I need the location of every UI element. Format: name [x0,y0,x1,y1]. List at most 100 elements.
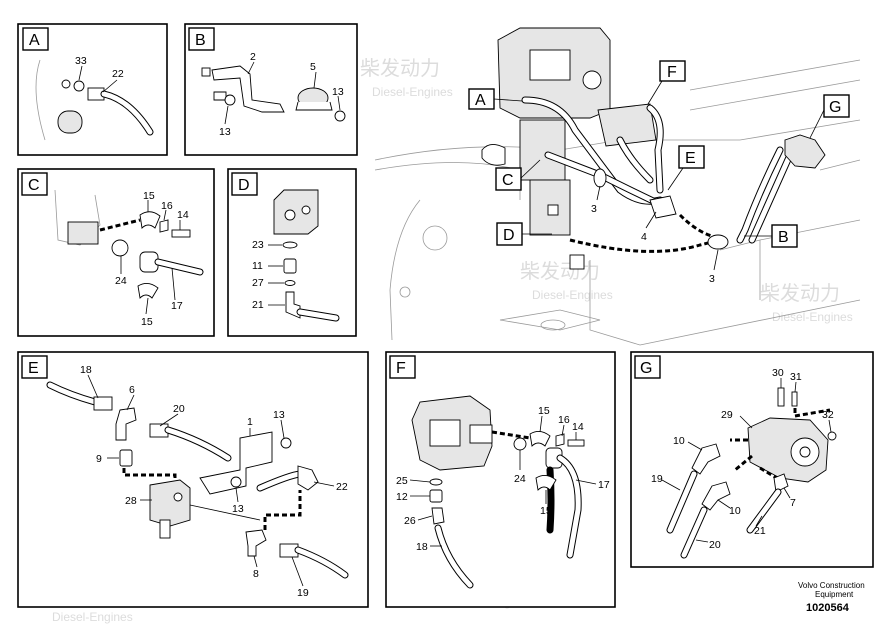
fitting-part [773,473,789,493]
hose-inner [101,91,153,135]
assembly-dash [122,468,177,485]
panel-label: E [28,360,39,377]
port-part [301,205,311,215]
part-number: 21 [754,525,766,537]
clamp-part [707,234,729,250]
leader-line [783,487,791,499]
part-number: 12 [396,491,408,503]
frame-outline [589,219,861,346]
hose-g2-inner [749,152,793,243]
fitting-part [431,507,445,525]
callout-box [823,94,850,118]
plug-part [159,519,171,539]
tee-fitting-part [649,195,677,219]
panel-a: A 33 22 [17,23,168,156]
part-number: 2 [250,51,256,63]
hose-g1-inner [737,147,783,243]
part-number: 13 [219,126,231,138]
part-number: 20 [709,539,721,551]
panel-c: C 15 16 14 24 17 15 [17,168,215,337]
leader-line [171,267,176,301]
adapter-part [283,258,297,274]
part-number: 15 [538,405,550,417]
leader-line [253,555,258,568]
leader-line [291,556,304,587]
part-number: 15 [540,505,552,517]
part-number: 22 [112,68,124,80]
watermark-text: Diesel-Engines [772,310,853,324]
part-number: 19 [651,473,663,485]
seal-ring-part [73,80,85,92]
callout-label: A [475,92,486,109]
part-number: 21 [252,299,264,311]
leader-line [493,98,523,102]
part-number: 24 [115,275,127,287]
part-number: 22 [336,481,348,493]
leader-line [695,539,709,543]
panel-label: D [238,177,250,194]
watermark-text: 柴发动力 [360,57,440,80]
adapter-part [429,489,443,503]
clip-part [213,91,227,101]
frame-outline [689,59,861,171]
bracket-part [569,254,585,270]
watermark-text: Diesel-Engines [52,610,133,624]
manifold-block-part [149,479,191,527]
assembly-dash [99,218,141,232]
panel-label-box [188,27,215,51]
o-ring-part [284,280,296,286]
motor-shaft-part [799,446,811,458]
bolt-part [171,229,191,238]
elbow-fitting-part [297,465,319,491]
panel-f: F 15 16 14 25 12 24 17 26 [385,351,616,608]
leader-line [828,419,832,433]
leader-line [409,479,431,483]
pump-lower-part [519,119,566,181]
panel-label-box [21,172,48,196]
assembly-dash [263,490,302,530]
part-number: 9 [96,453,102,465]
leader-line [280,419,285,439]
part-number: 18 [80,364,92,376]
part-number: 13 [232,503,244,515]
bracket-part [211,65,285,113]
assembly-dash [730,438,753,472]
part-number: 19 [297,587,309,599]
nut-part [827,431,837,441]
footer: Volvo Construction Equipment 1020564 [798,581,865,614]
part-number: 31 [790,371,802,383]
leader-line [224,105,229,125]
panel-label: G [640,360,652,377]
hose-17-inner [557,455,581,558]
leader-line [247,61,255,75]
hose-17b [546,466,555,534]
part-number: 15 [143,190,155,202]
o-ring-part [429,478,443,486]
bolt-part [280,437,292,449]
part-number: 7 [790,497,796,509]
o-ring-part [282,241,298,249]
part-number: 14 [177,209,189,221]
leader-line [417,515,433,521]
hose-inner [297,309,339,321]
leader-line [739,415,753,429]
part-number: 15 [141,316,153,328]
leader-line [145,297,149,315]
o-ring-part [513,437,527,451]
leader-line [126,394,135,411]
hose-19-inner [295,547,348,578]
washer-part [555,433,565,447]
leader-line [575,479,597,485]
callout-box [659,60,686,82]
part-number: 16 [558,414,570,426]
callout-box [678,145,705,169]
leader-line [645,211,657,229]
port-part [173,492,183,502]
housing-port-part [67,221,99,245]
panel-label-box [21,355,48,379]
hose-18-inner [47,382,98,405]
half-clamp-part [535,475,557,491]
leader-line [313,71,317,89]
bolt-part [334,110,346,122]
part-number: 16 [161,200,173,212]
